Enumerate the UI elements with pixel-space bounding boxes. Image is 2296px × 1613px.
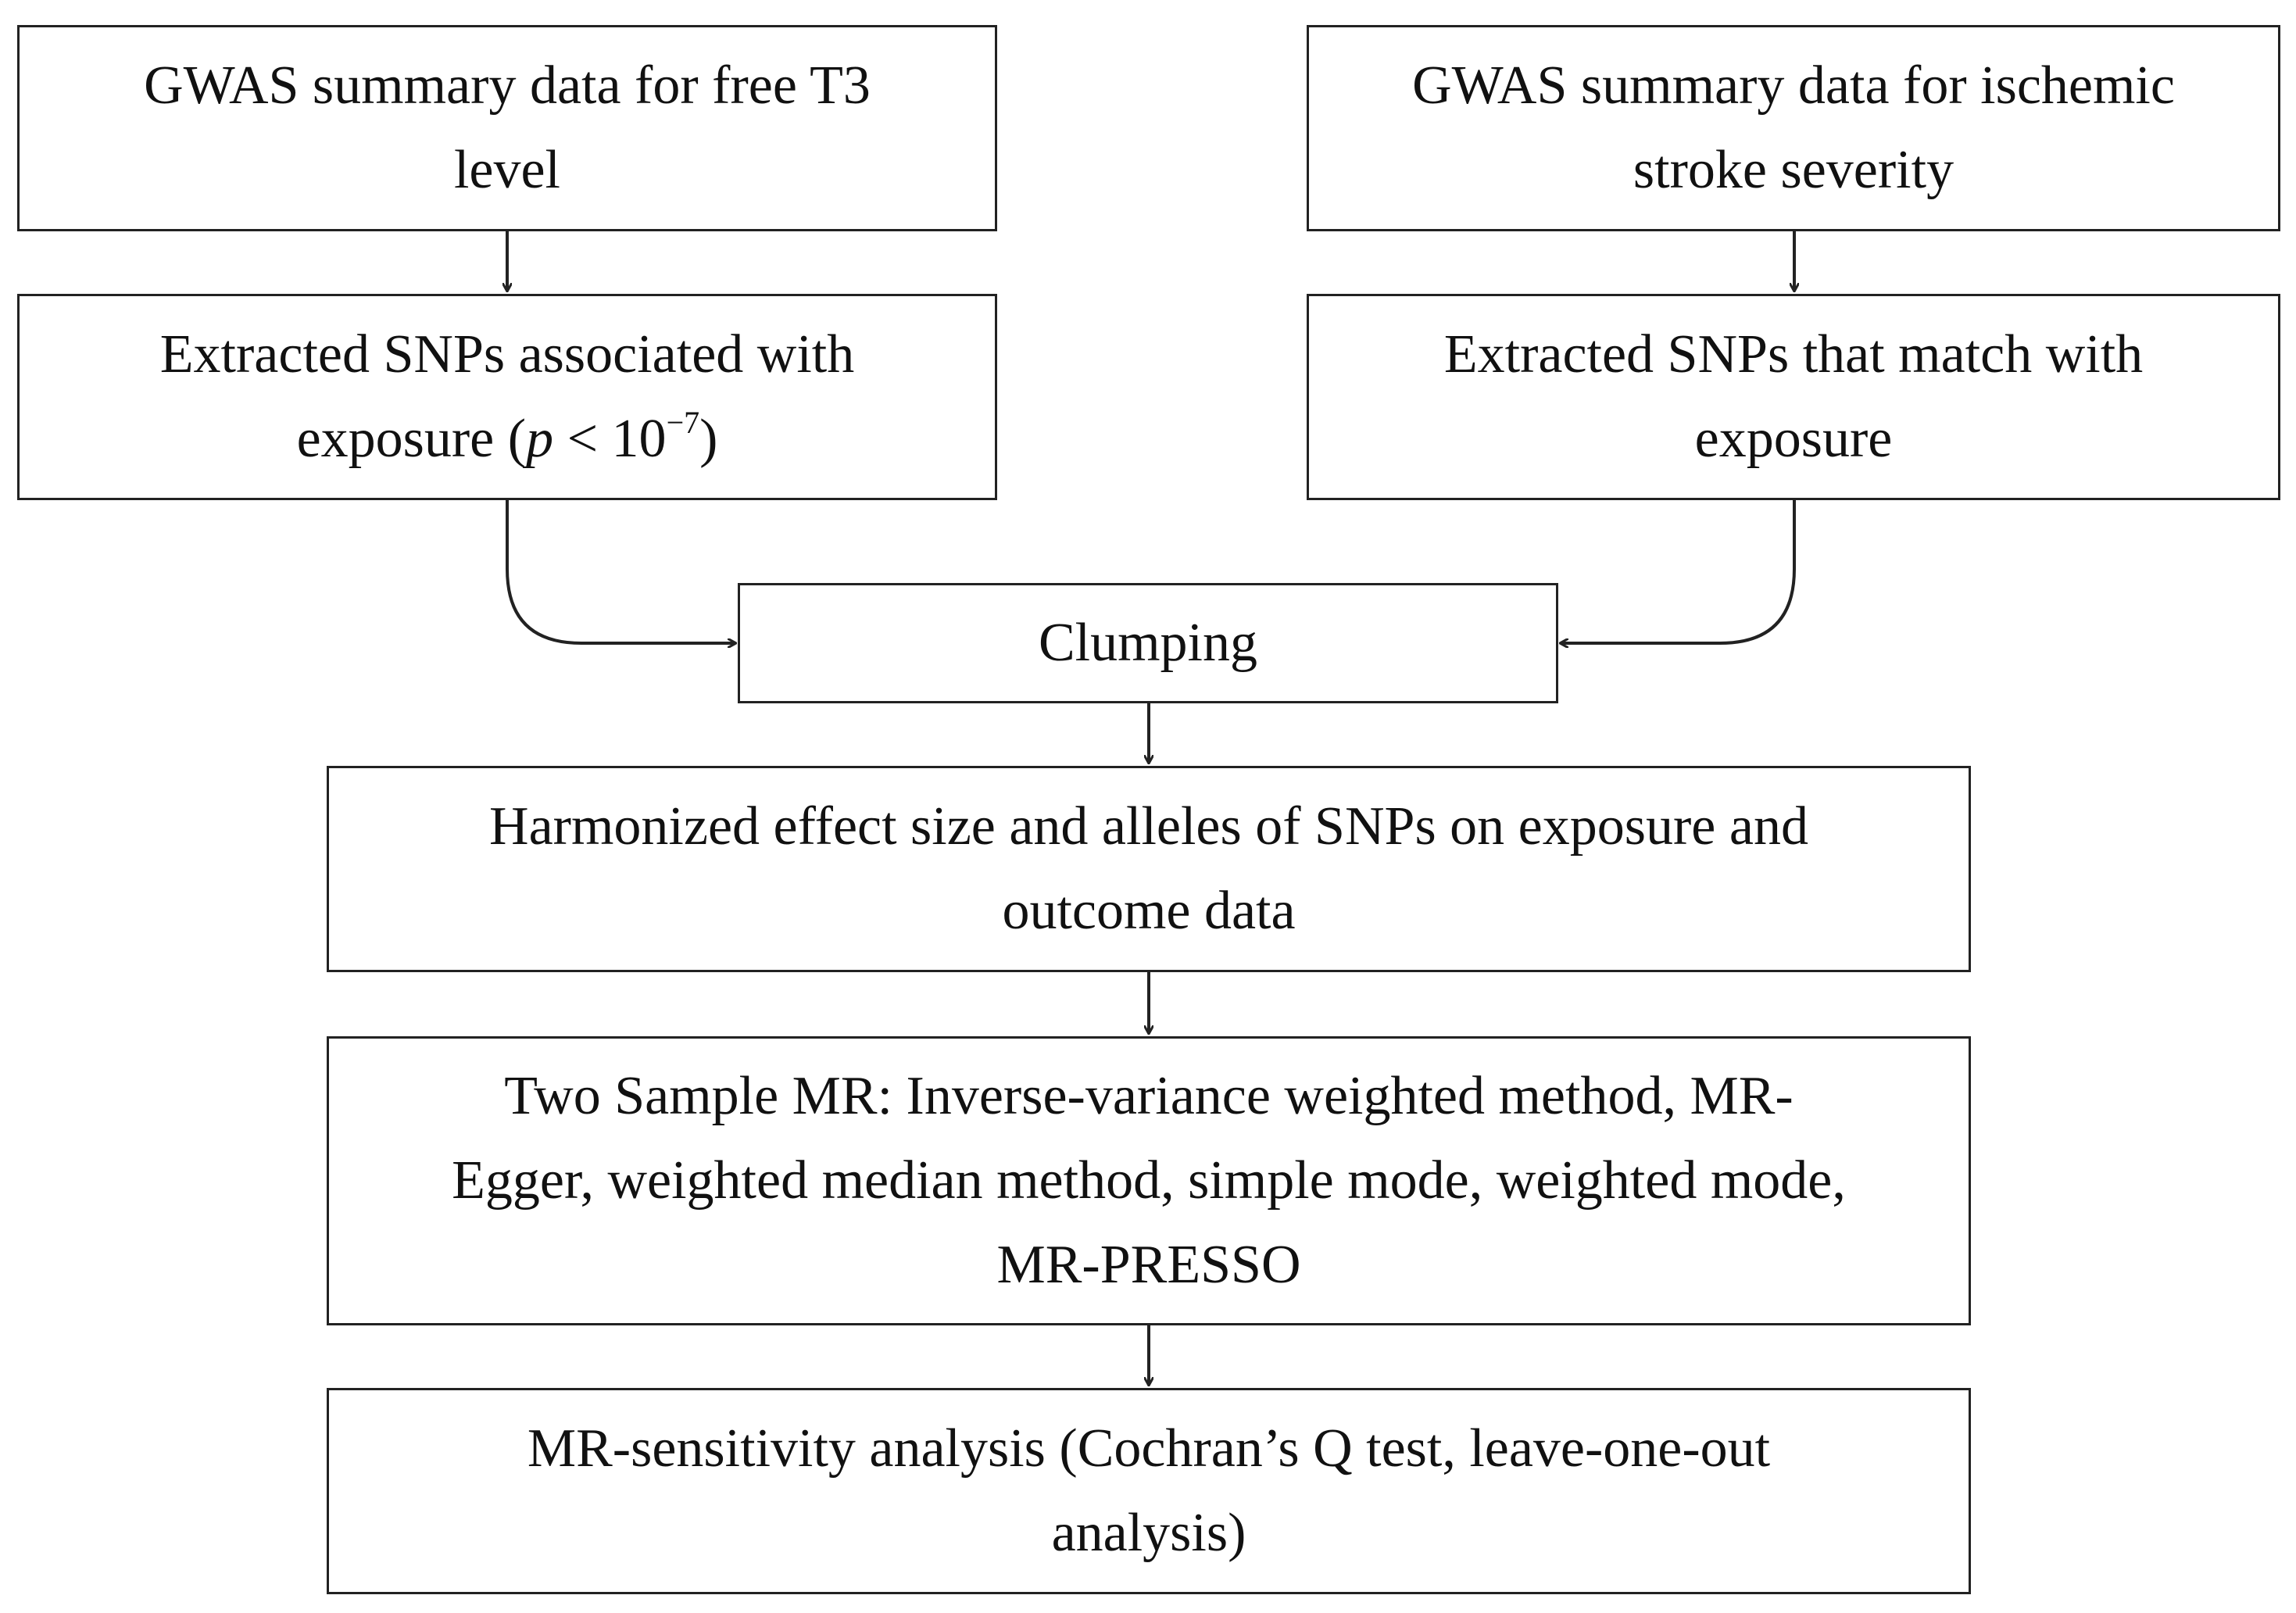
node-harmonized-text: Harmonized effect size and alleles of SN… xyxy=(489,785,1808,953)
node-gwas-free-t3-line1: GWAS summary data for free T3 xyxy=(144,55,871,116)
edge-extract-exposure-to-clumping xyxy=(506,500,735,643)
node-gwas-stroke-severity-line2: stroke severity xyxy=(1633,140,1954,200)
node-extracted-snps-match-line1: Extracted SNPs that match with xyxy=(1443,324,2144,384)
node-gwas-stroke-severity: GWAS summary data for ischemic stroke se… xyxy=(1307,25,2280,231)
node-mr-sensitivity-line2: analysis) xyxy=(1051,1503,1246,1563)
node-gwas-stroke-severity-line1: GWAS summary data for ischemic xyxy=(1412,55,2175,116)
node-mr-sensitivity-line1: MR-sensitivity analysis (Cochran’s Q tes… xyxy=(527,1418,1771,1479)
node-extracted-snps-match-line2: exposure xyxy=(1694,409,1893,469)
node-extracted-snps-exposure-line1: Extracted SNPs associated with xyxy=(159,324,855,384)
node-extracted-snps-exposure-text: Extracted SNPs associated with exposure … xyxy=(160,313,854,481)
node-harmonized: Harmonized effect size and alleles of SN… xyxy=(327,766,1971,972)
edge-extract-match-to-clumping xyxy=(1561,500,1796,643)
node-extracted-snps-exposure-line2: exposure (p < 10−7) xyxy=(160,397,854,481)
exposure-suffix: ) xyxy=(699,409,718,469)
node-extracted-snps-match-text: Extracted SNPs that match with exposure xyxy=(1444,313,2143,481)
node-gwas-free-t3: GWAS summary data for free T3 level xyxy=(17,25,997,231)
node-mr-sensitivity: MR-sensitivity analysis (Cochran’s Q tes… xyxy=(327,1388,1971,1594)
node-two-sample-mr-line3: MR-PRESSO xyxy=(996,1235,1301,1295)
node-mr-sensitivity-text: MR-sensitivity analysis (Cochran’s Q tes… xyxy=(528,1407,1770,1575)
exposure-prefix: exposure ( xyxy=(296,409,527,469)
node-clumping-label: Clumping xyxy=(1038,613,1258,673)
node-gwas-free-t3-text: GWAS summary data for free T3 level xyxy=(144,44,871,213)
node-harmonized-line1: Harmonized effect size and alleles of SN… xyxy=(489,796,1808,857)
node-extracted-snps-exposure: Extracted SNPs associated with exposure … xyxy=(17,294,997,500)
node-extracted-snps-match: Extracted SNPs that match with exposure xyxy=(1307,294,2280,500)
threshold-exponent: −7 xyxy=(666,404,700,440)
node-two-sample-mr-line2: Egger, weighted median method, simple mo… xyxy=(452,1150,1846,1211)
node-clumping: Clumping xyxy=(738,583,1558,703)
node-harmonized-line2: outcome data xyxy=(1002,881,1296,941)
node-two-sample-mr: Two Sample MR: Inverse-variance weighted… xyxy=(327,1036,1971,1325)
node-two-sample-mr-text: Two Sample MR: Inverse-variance weighted… xyxy=(452,1054,1846,1307)
threshold-base: < 10 xyxy=(553,409,667,469)
node-two-sample-mr-line1: Two Sample MR: Inverse-variance weighted… xyxy=(504,1066,1794,1126)
node-gwas-stroke-severity-text: GWAS summary data for ischemic stroke se… xyxy=(1412,44,2175,213)
p-value-symbol: p xyxy=(526,409,554,469)
node-gwas-free-t3-line2: level xyxy=(453,140,561,200)
